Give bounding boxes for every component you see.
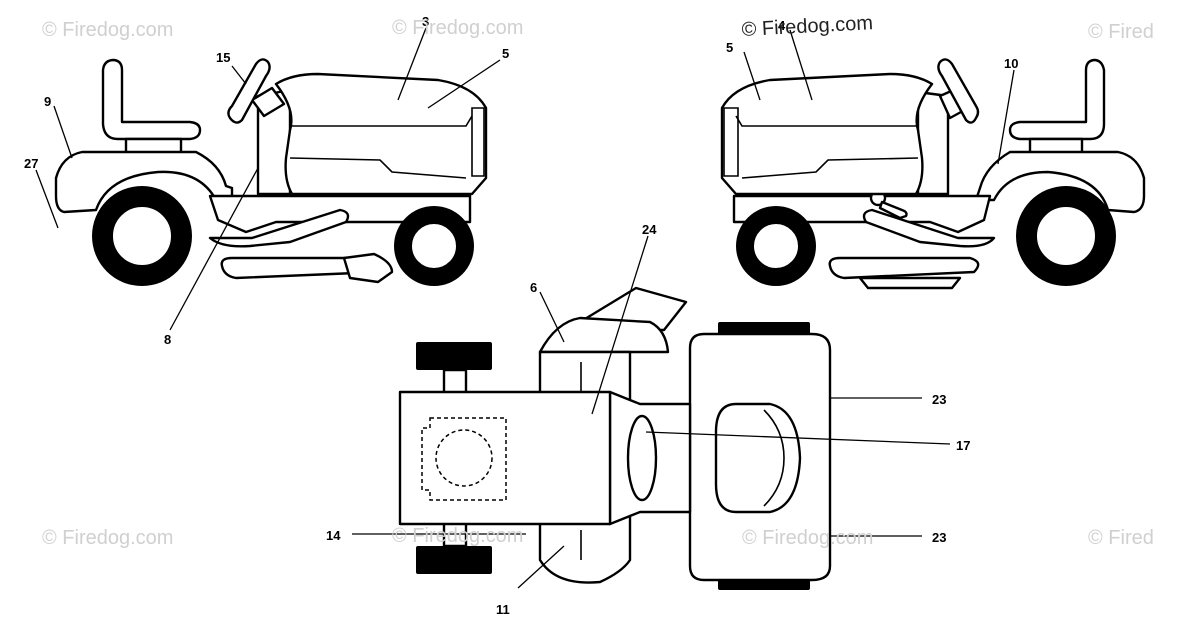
callout-9: 9: [44, 94, 51, 109]
hood-right: [720, 72, 934, 196]
front-tire-top-left: [416, 342, 492, 370]
grille-right: [723, 107, 739, 177]
watermarks: © Firedog.com © Firedog.com © Firedog.co…: [42, 12, 1154, 549]
watermark-top-center-right: © Firedog.com: [741, 12, 873, 41]
callout-27: 27: [24, 156, 38, 171]
rear-fender-left: [54, 150, 234, 214]
steering-wheel-top: [626, 414, 658, 502]
steering-wheel-right: [937, 58, 980, 124]
watermark-top-right: © Fired: [1088, 21, 1154, 43]
left-side-view-tractor: [54, 58, 488, 286]
watermark-bottom-right: © Fired: [1088, 527, 1154, 549]
right-side-view-tractor: [720, 58, 1146, 290]
callout-15: 15: [216, 50, 230, 65]
hood-side-left: [289, 157, 467, 179]
callouts: 3 5 15 9 27 8 4 5 10 24 6 23 17 14 23 11: [24, 14, 1018, 617]
callout-8: 8: [164, 332, 171, 347]
grille-left: [471, 107, 485, 177]
callout-6: 6: [530, 280, 537, 295]
front-hub-right: [752, 222, 800, 270]
hood-left: [274, 72, 488, 196]
front-hub-left: [410, 222, 458, 270]
mower-deck-right: [828, 256, 980, 280]
rear-hub-right: [1035, 205, 1097, 267]
watermark-bottom-left: © Firedog.com: [42, 527, 173, 549]
seat-right: [1008, 58, 1106, 141]
callout-24: 24: [642, 222, 657, 237]
watermark-top-left: © Firedog.com: [42, 19, 173, 41]
deck-bump-top: [538, 316, 670, 354]
steering-column-left: [250, 86, 286, 118]
hood-side-right: [741, 157, 919, 179]
discharge-chute-left: [342, 252, 394, 284]
seat-left: [101, 58, 202, 141]
front-tire-top-right: [416, 546, 492, 574]
callout-11: 11: [496, 602, 510, 617]
top-view-tractor: [398, 286, 832, 590]
engine-outline-top: [421, 417, 507, 501]
steering-wheel-left: [227, 58, 271, 124]
hood-line-left: [290, 115, 473, 127]
callout-23-top: 23: [932, 392, 946, 407]
callout-10: 10: [1004, 56, 1018, 71]
rear-hub-left: [111, 205, 173, 267]
footrest-right: [862, 208, 996, 248]
frame-right: [732, 194, 992, 234]
hood-top: [398, 390, 612, 526]
callout-23-bottom: 23: [932, 530, 946, 545]
callout-5-right: 5: [726, 40, 733, 55]
callout-4: 4: [778, 18, 786, 33]
callout-5-left: 5: [502, 46, 509, 61]
seat-top: [714, 402, 802, 514]
watermark-bottom-center: © Firedog.com: [392, 525, 523, 547]
rear-fender-right: [974, 150, 1146, 214]
callout-14: 14: [326, 528, 341, 543]
leader-lines: [35, 27, 1015, 589]
watermark-bottom-center-right: © Firedog.com: [742, 527, 873, 549]
seat-back-top: [763, 409, 785, 507]
footrest-left: [208, 208, 350, 248]
deck-skirt-right: [858, 276, 962, 290]
callout-17: 17: [956, 438, 970, 453]
watermark-top-center: © Firedog.com: [392, 17, 523, 39]
front-axle-top-a: [442, 368, 468, 396]
callout-3: 3: [422, 14, 429, 29]
